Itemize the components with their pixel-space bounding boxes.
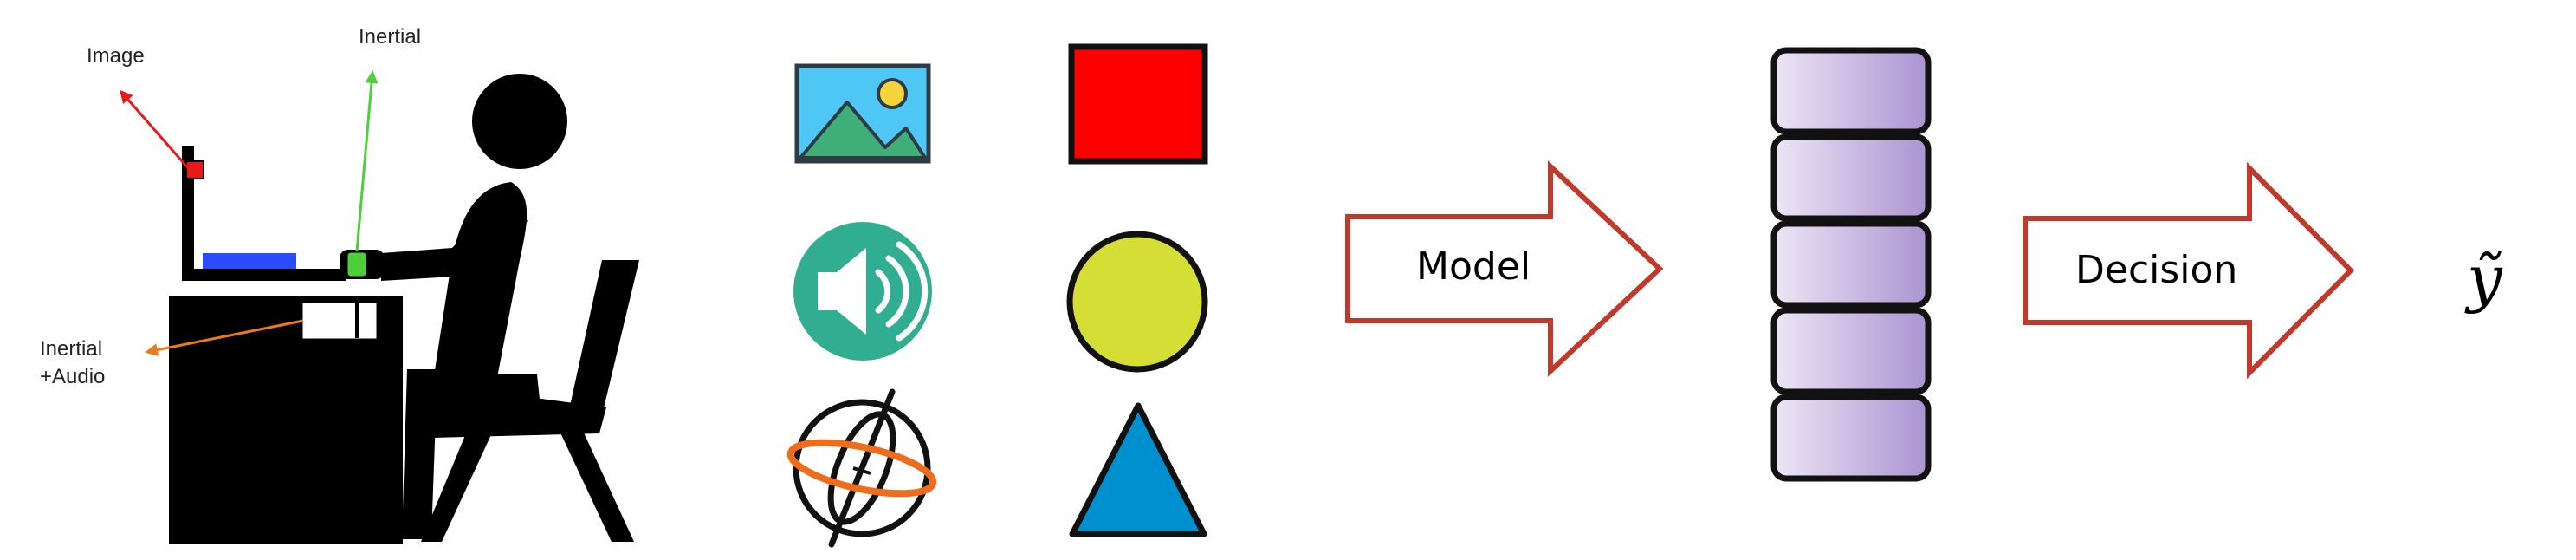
embedding-block xyxy=(1770,220,1932,309)
camera-sensor xyxy=(185,160,204,179)
inertial-audio-label-line1: Inertial xyxy=(40,337,102,361)
model-label: Model xyxy=(1416,244,1531,289)
embedding-block xyxy=(1770,307,1932,395)
inertial-audio-arrow xyxy=(145,319,304,357)
laptop xyxy=(182,146,346,281)
yellow-circle xyxy=(1066,231,1208,373)
decision-arrow: Decision xyxy=(2023,161,2355,380)
person-head xyxy=(472,74,567,169)
decision-label: Decision xyxy=(2075,248,2237,292)
audio-speaker-icon xyxy=(793,222,932,361)
modality-shapes xyxy=(1066,43,1208,537)
smartwatch xyxy=(345,250,369,279)
gyroscope-icon xyxy=(786,388,937,548)
embedding-block xyxy=(1770,47,1932,135)
inertial-arrow xyxy=(355,70,379,252)
desk-device xyxy=(300,300,379,342)
image-icon xyxy=(794,63,931,164)
image-label: Image xyxy=(87,44,145,68)
laptop-screen xyxy=(203,253,296,269)
desk-scene: Image Inertial Inertial +Audio xyxy=(40,25,639,544)
chair xyxy=(421,260,639,542)
output-symbol: ỹ xyxy=(2464,242,2503,315)
embedding-block xyxy=(1770,133,1932,222)
inertial-audio-label-line2: +Audio xyxy=(40,365,105,388)
embedding-block xyxy=(1770,394,1932,482)
image-arrow xyxy=(120,89,191,171)
modality-icons xyxy=(786,63,937,548)
blue-triangle xyxy=(1069,402,1207,537)
red-square xyxy=(1068,43,1208,165)
embedding-stack xyxy=(1770,47,1932,482)
model-arrow: Model xyxy=(1345,160,1664,377)
inertial-label: Inertial xyxy=(359,25,421,49)
